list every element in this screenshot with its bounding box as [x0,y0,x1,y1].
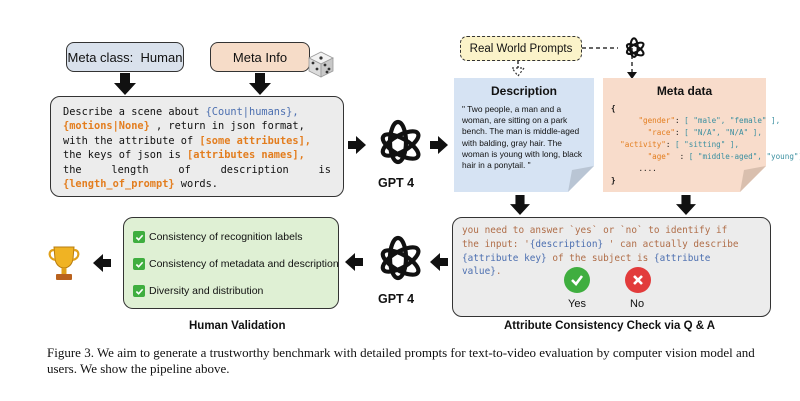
json-value: [ "N/A", "N/A" ], [684,128,762,137]
description-text: " Two people, a man and a woman, are sit… [462,104,583,171]
json-key: "race" [647,128,676,137]
check-text: you need to answer `yes` or `no` to iden… [462,225,728,236]
validation-item-label: Diversity and distribution [149,285,264,297]
meta-class-label: Meta class: [67,49,134,65]
json-key: "gender" [638,116,676,125]
page-fold [740,166,766,192]
no-label: No [630,298,645,310]
gpt-top-label: GPT 4 [378,176,415,190]
check-text: of the subject is [546,252,654,264]
json-value: [ "male", "female" ], [684,116,781,125]
prompt-text: the [63,163,82,176]
meta-info-box: Meta Info [210,42,310,72]
openai-logo-icon [625,37,645,58]
check-text: . [495,266,502,278]
prompt-text: words. [174,178,218,191]
meta-class-value: Human [140,49,183,65]
meta-info-label: Meta Info [232,49,288,65]
prompt-text: length [111,163,149,176]
description-panel: Description " Two people, a man and a wo… [454,78,594,192]
json-brace: { [611,104,616,113]
json-ellipsis: .... [638,164,657,173]
real-world-prompts-box: Real World Prompts [460,36,582,61]
meta-data-json: { "gender": [ "male", "female" ], "race"… [611,103,800,187]
openai-logo-icon [380,119,421,165]
validation-item-label: Consistency of metadata and description [149,258,339,270]
arrow-down-icon [249,73,271,95]
validation-item: Consistency of recognition labels [133,231,303,243]
json-key: "activity" [620,140,666,149]
gpt-bottom-label: GPT 4 [378,292,415,306]
meta-class-box: Meta class: Human [66,42,184,72]
dice-icon [308,51,334,78]
json-value: [ "middle-aged", "young"], [688,152,800,161]
validation-item: Consistency of metadata and description [133,258,339,270]
no-cross-icon [625,267,651,293]
arrow-left-icon [345,253,363,271]
arrow-down-icon [114,73,136,95]
yes-check-icon [564,267,590,293]
json-key: "age" [647,152,671,161]
json-value: [ "sitting" ], [675,140,740,149]
dashed-connector [510,47,637,79]
check-text: ' can actually describe [603,238,739,250]
prompt-text: of [178,163,191,176]
real-world-prompts-label: Real World Prompts [469,42,573,55]
json-brace: } [611,176,616,185]
consistency-check-box: you need to answer `yes` or `no` to iden… [452,217,771,317]
prompt-template-box: Describe a scene about {Count|humans}, {… [50,96,344,197]
yes-label: Yes [568,298,586,310]
prompt-text: , return in json format, [149,120,305,133]
meta-data-panel: Meta data { "gender": [ "male", "female"… [603,78,800,192]
arrow-left-icon [430,253,448,271]
prompt-variable: {length_of_prompt} [63,178,175,191]
validation-item: Diversity and distribution [133,285,263,297]
arrow-down-icon [510,195,530,215]
check-variable: {attribute key} [462,252,547,264]
prompt-text: the keys of json is [63,149,187,162]
check-text: the input: ' [462,238,530,250]
prompt-variable: [attributes names], [187,149,305,162]
prompt-variable: {motions|None} [63,120,150,133]
openai-logo-icon [380,235,421,281]
prompt-variable: [some attributes], [199,134,311,147]
meta-data-title: Meta data [656,84,713,98]
figure-caption: Figure 3. We aim to generate a trustwort… [47,345,755,376]
check-variable: {description} [529,238,604,250]
prompt-variable: {Count|humans}, [205,106,299,118]
prompt-text: description [220,163,289,176]
attribute-check-label: Attribute Consistency Check via Q & A [504,320,716,332]
check-variable: value} [462,266,496,278]
validation-item-label: Consistency of recognition labels [149,231,303,243]
arrow-left-icon [93,254,111,272]
prompt-text: is [318,163,331,176]
prompt-text: Describe a scene about [63,106,206,118]
page-fold [568,166,594,192]
checkbox-checked-icon [133,258,145,270]
description-title: Description [490,84,557,98]
arrow-down-icon [676,195,696,215]
human-validation-box: Consistency of recognition labels Consis… [123,217,339,309]
arrow-right-icon [348,136,366,154]
check-variable: {attribute [653,252,711,264]
arrow-right-icon [430,136,448,154]
prompt-text: with the attribute of [63,134,200,147]
trophy-icon [48,246,80,280]
checkbox-checked-icon [133,231,145,243]
human-validation-label: Human Validation [189,320,286,332]
checkbox-checked-icon [133,285,145,297]
